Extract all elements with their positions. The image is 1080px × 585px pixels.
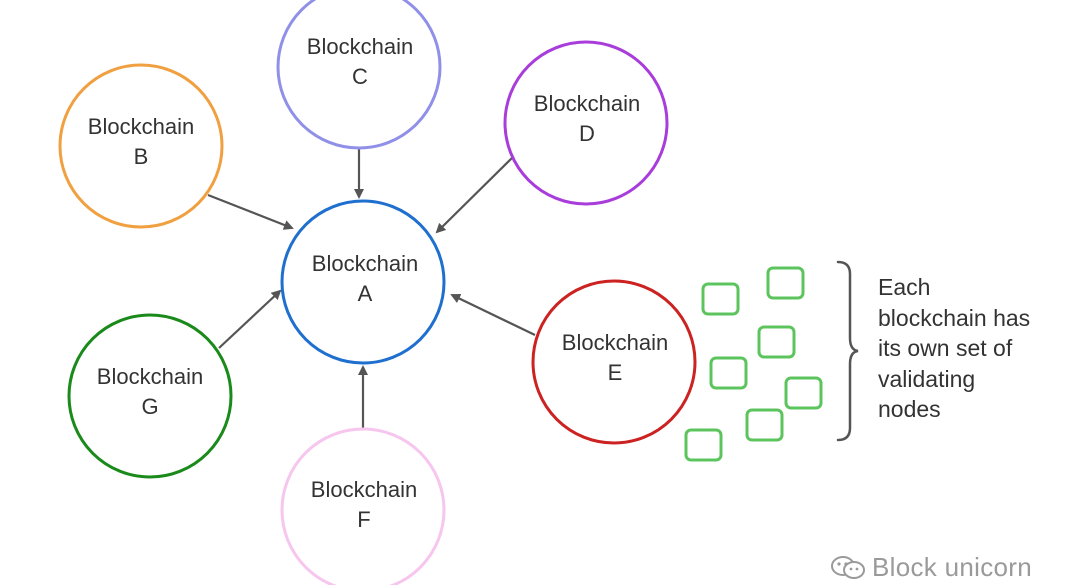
- blockchain-b-letter: B: [134, 144, 149, 169]
- arrow-b-to-a: [207, 193, 294, 230]
- validator-note: Each blockchain has its own set of valid…: [878, 272, 1068, 425]
- note-line: validating: [878, 365, 976, 392]
- blockchain-g-node: Blockchain G: [67, 313, 233, 479]
- blockchain-b-label: Blockchain: [88, 114, 194, 139]
- blockchain-f-letter: F: [357, 507, 370, 532]
- blockchain-d-label: Blockchain: [534, 91, 640, 116]
- validator-node: [757, 325, 796, 359]
- watermark-text: Block unicorn: [872, 552, 1032, 582]
- blockchain-c-label: Blockchain: [307, 34, 413, 59]
- curly-brace: [836, 260, 859, 442]
- validator-node: [745, 408, 784, 442]
- validator-nodes: [684, 266, 823, 462]
- blockchain-c-node: Blockchain C: [276, 0, 442, 150]
- blockchain-a-label: Blockchain: [312, 251, 418, 276]
- note-line: Each: [878, 274, 931, 300]
- blockchain-e-label: Blockchain: [562, 330, 668, 355]
- blockchain-d-letter: D: [579, 121, 595, 146]
- blockchain-e-letter: E: [608, 360, 623, 385]
- watermark: Block unicorn: [830, 552, 1032, 583]
- blockchain-g-label: Blockchain: [97, 364, 203, 389]
- arrows: [207, 148, 536, 430]
- arrow-d-to-a: [435, 157, 513, 234]
- blockchain-f-node: Blockchain F: [280, 427, 446, 585]
- chat-bubbles-icon: [830, 554, 866, 582]
- arrow-g-to-a: [218, 289, 282, 349]
- blockchain-d-node: Blockchain D: [503, 40, 669, 206]
- blockchain-b-node: Blockchain B: [58, 63, 224, 229]
- blockchain-c-letter: C: [352, 64, 368, 89]
- blockchain-a-letter: A: [358, 281, 373, 306]
- blockchain-f-label: Blockchain: [311, 477, 417, 502]
- validator-node: [701, 282, 740, 316]
- note-line: its own set of: [878, 335, 1013, 361]
- note-line: nodes: [878, 396, 941, 422]
- arrow-e-to-a: [450, 293, 536, 336]
- validator-node: [766, 266, 805, 300]
- validator-node: [684, 428, 723, 462]
- blockchain-a-node: Blockchain A: [280, 199, 446, 365]
- blockchain-e-node: Blockchain E: [531, 279, 697, 445]
- note-line: blockchain has: [878, 304, 1031, 331]
- validator-node: [709, 356, 748, 390]
- validator-node: [784, 376, 823, 410]
- blockchain-g-letter: G: [141, 394, 158, 419]
